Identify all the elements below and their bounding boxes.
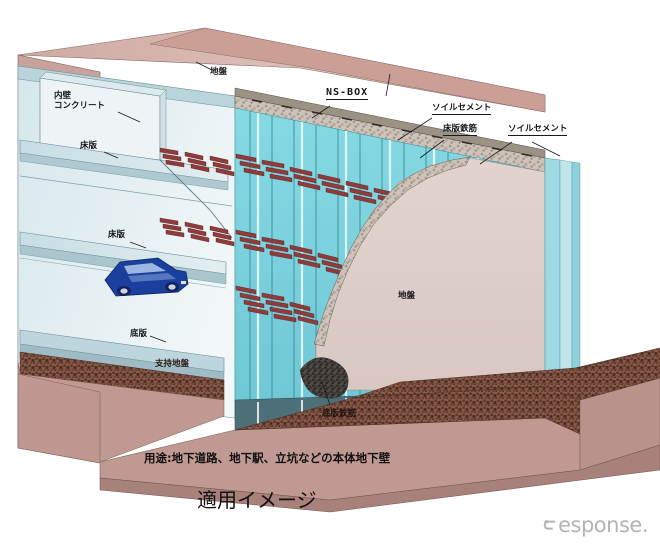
bottom-slab-rebar	[299, 357, 349, 399]
label-inner-wall-concrete-line1: 内壁	[54, 91, 72, 101]
response-watermark-text: esponse.	[558, 513, 648, 537]
label-floor-slab-lower: 床版	[108, 230, 126, 240]
label-ns-box: NS-BOX	[326, 87, 369, 100]
label-floor-slab-rebar: 床版鉄筋	[443, 124, 478, 136]
label-soil-cement-1: ソイルセメント	[432, 103, 492, 115]
label-floor-slab-upper: 床版	[80, 141, 98, 151]
usage-caption: 用途:地下道路、地下駅、立坑などの本体地下壁	[144, 451, 391, 465]
label-ground-top: 地盤	[210, 67, 228, 77]
rebar-row-lower	[235, 285, 319, 326]
car-illustration	[104, 257, 189, 297]
label-bottom-slab: 底版	[130, 329, 148, 339]
label-ground-right: 地盤	[398, 291, 416, 301]
label-soil-cement-2: ソイルセメント	[508, 124, 568, 136]
label-inner-wall-concrete-line2: コンクリート	[54, 100, 106, 111]
label-bearing-ground: 支持地盤	[155, 359, 190, 369]
rebar-row-1	[159, 147, 235, 177]
label-bottom-slab-rebar: 底版鉄筋	[322, 409, 357, 419]
figure-title: 適用イメージ	[197, 488, 317, 512]
rebar-row-mid	[159, 217, 347, 277]
response-arrow-logo-icon	[543, 519, 556, 530]
label-inner-wall-concrete: 内壁 コンクリート	[54, 91, 106, 112]
response-watermark: esponse.	[543, 513, 648, 537]
